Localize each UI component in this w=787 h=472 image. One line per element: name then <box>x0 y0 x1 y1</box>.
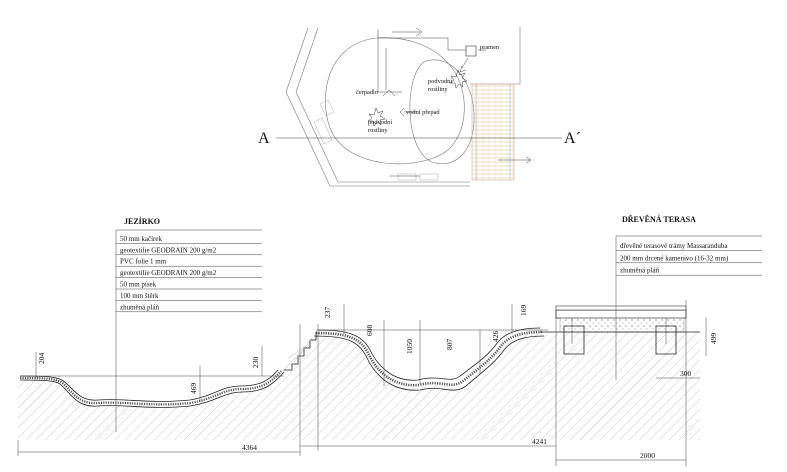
pipe-to-source <box>378 37 470 51</box>
jezirko-layer-2: geotextilie GEODRAIN 200 g/m2 <box>120 246 217 254</box>
plan-view: pramen podvodní rostliny čerpadlo vodní … <box>258 26 581 187</box>
terasa-layer-3: zhutněná pláň <box>620 267 660 275</box>
terasa-layer-1: dřevěné terasové trámy Massaranduba <box>620 242 728 250</box>
jezirko-layer-1: 50 mm kačírek <box>120 235 162 243</box>
jezirko-title: JEZÍRKO <box>124 216 160 226</box>
dim-2000: 2000 <box>640 451 655 460</box>
label-podvodni-1a: podvodní <box>428 78 452 85</box>
dim-608: 608 <box>365 325 374 337</box>
label-podvodni-1b: rostliny <box>428 86 448 93</box>
dim-1050: 1050 <box>405 339 414 354</box>
steps <box>284 332 317 371</box>
dim-426: 426 <box>491 331 500 343</box>
jezirko-layer-7: zhutněná pláň <box>120 303 160 311</box>
jezirko-legend: JEZÍRKO 50 mm kačírek geotextilie GEODRAI… <box>116 216 262 313</box>
source-box <box>465 45 477 57</box>
dim-4241: 4241 <box>532 437 547 446</box>
section-label-a-prime: A´ <box>564 130 581 147</box>
plant-star-icon <box>367 107 386 127</box>
liner-left <box>19 369 285 408</box>
cross-section: 204 469 230 237 608 1050 807 426 169 499… <box>17 230 718 466</box>
site-outline-right <box>470 26 521 85</box>
pump-symbol <box>382 89 396 97</box>
label-cerpadlo: čerpadlo <box>356 89 378 96</box>
dim-469: 469 <box>189 383 198 395</box>
dim-499: 499 <box>709 333 718 345</box>
site-outline-left-inner <box>285 27 470 187</box>
label-vodni-prepad: vodní přepad <box>406 109 440 116</box>
terrace-plan <box>471 83 515 181</box>
dim-204: 204 <box>37 353 46 365</box>
dim-169: 169 <box>519 305 528 317</box>
dim-807: 807 <box>445 339 454 351</box>
liner-right <box>313 327 545 391</box>
dim-4364: 4364 <box>242 443 257 452</box>
terasa-layer-2: 200 mm drcené kamenivo (16-32 mm) <box>620 254 729 262</box>
pipe-main <box>377 30 402 93</box>
terrace-section <box>540 305 700 355</box>
site-outline-left <box>295 27 470 183</box>
jezirko-layer-4: geotextilie GEODRAIN 200 g/m2 <box>120 269 217 277</box>
dimension-lines <box>17 300 707 466</box>
label-podvodni-2b: rostliny <box>368 127 388 134</box>
ground-hatch <box>18 332 700 440</box>
section-label-a: A <box>258 130 270 147</box>
pond-lobe-large <box>325 37 465 165</box>
terasa-title: DŘEVĚNÁ TERASA <box>622 214 696 224</box>
label-pramen: pramen <box>480 44 500 51</box>
plant-star-icon <box>449 69 468 89</box>
jezirko-layer-5: 50 mm písek <box>120 281 157 289</box>
terasa-legend: DŘEVĚNÁ TERASA dřevěné terasové trámy Ma… <box>616 214 762 276</box>
jezirko-layer-6: 100 mm štěrk <box>120 292 159 300</box>
dim-300: 300 <box>680 369 692 378</box>
dim-237: 237 <box>323 307 332 319</box>
label-podvodni-2a: podvodní <box>368 119 392 126</box>
stepping-stones <box>313 99 439 181</box>
dim-230: 230 <box>251 357 260 369</box>
jezirko-layer-3: PVC folie 1 mm <box>120 258 167 266</box>
